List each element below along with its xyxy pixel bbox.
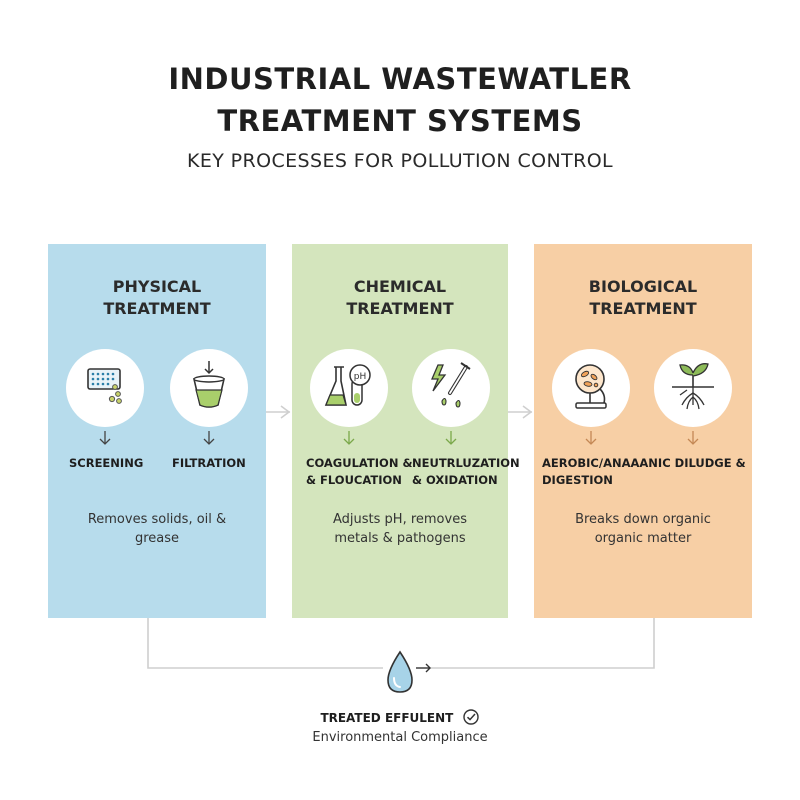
environmental-compliance-label: Environmental Compliance	[312, 730, 488, 745]
check-circle-icon	[462, 709, 479, 725]
down-arrow-icon	[585, 431, 597, 445]
title-line-1: INDUSTRIAL WASTEWATLER	[168, 62, 632, 96]
down-arrow-icon	[687, 431, 699, 445]
treated-effluent-label: TREATED EFFULENT	[0, 708, 800, 726]
screening-icon-circle	[66, 349, 144, 427]
physical-treatment-panel: PHYSICAL TREATMENT SC	[48, 244, 266, 618]
filter-funnel-icon	[192, 361, 226, 408]
page-subtitle: KEY PROCESSES FOR POLLUTION CONTROL	[186, 150, 614, 172]
flask-ph-icon: pH	[324, 364, 371, 406]
chemical-treatment-title: CHEMICAL TREATMENT	[346, 277, 454, 318]
physical-treatment-title: PHYSICAL TREATMENT	[103, 277, 211, 318]
aerobic-icon-circle	[552, 349, 630, 427]
stage-neutralization: NEUTRLUZATION & OXIDATION	[412, 456, 520, 487]
water-drop-icon	[387, 650, 431, 693]
filtration-icon-circle	[170, 349, 248, 427]
stage-aerobic-anaerobic: AEROBIC/ANAAANIC DILUDGE & DIGESTION	[542, 456, 746, 487]
stage-coagulation: COAGULATION & & FLOUCATION	[306, 456, 413, 487]
chemical-treatment-panel: CHEMICAL TREATMENT pH COAGULATION &	[292, 244, 520, 618]
chemical-description: Adjusts pH, removes metals & pathogens	[333, 512, 467, 546]
biological-treatment-panel: BIOLOGICAL TREATMENT	[534, 244, 752, 618]
down-arrow-icon	[445, 431, 457, 445]
stage-screening: SCREENING	[69, 456, 144, 470]
ph-label: pH	[354, 372, 366, 382]
down-arrow-icon	[343, 431, 355, 445]
stage-filtration: FILTRATION	[172, 456, 246, 470]
digestion-icon-circle	[654, 349, 732, 427]
dropper-lightning-icon	[431, 362, 471, 408]
coagulation-icon-circle: pH	[310, 349, 388, 427]
down-arrow-icon	[99, 431, 111, 445]
screen-grid-icon	[87, 368, 122, 404]
page-title: INDUSTRIAL WASTEWATLER TREATMENT SYSTEMS	[0, 58, 800, 142]
title-line-2: TREATMENT SYSTEMS	[217, 104, 583, 138]
plant-roots-icon	[672, 363, 714, 410]
neutralization-icon-circle	[412, 349, 490, 427]
biological-description: Breaks down organic organic matter	[575, 512, 711, 546]
physical-description: Removes solids, oil & grease	[87, 512, 227, 546]
biological-treatment-title: BIOLOGICAL TREATMENT	[588, 277, 698, 318]
microscope-bacteria-icon	[575, 364, 607, 409]
down-arrow-icon	[203, 431, 215, 445]
